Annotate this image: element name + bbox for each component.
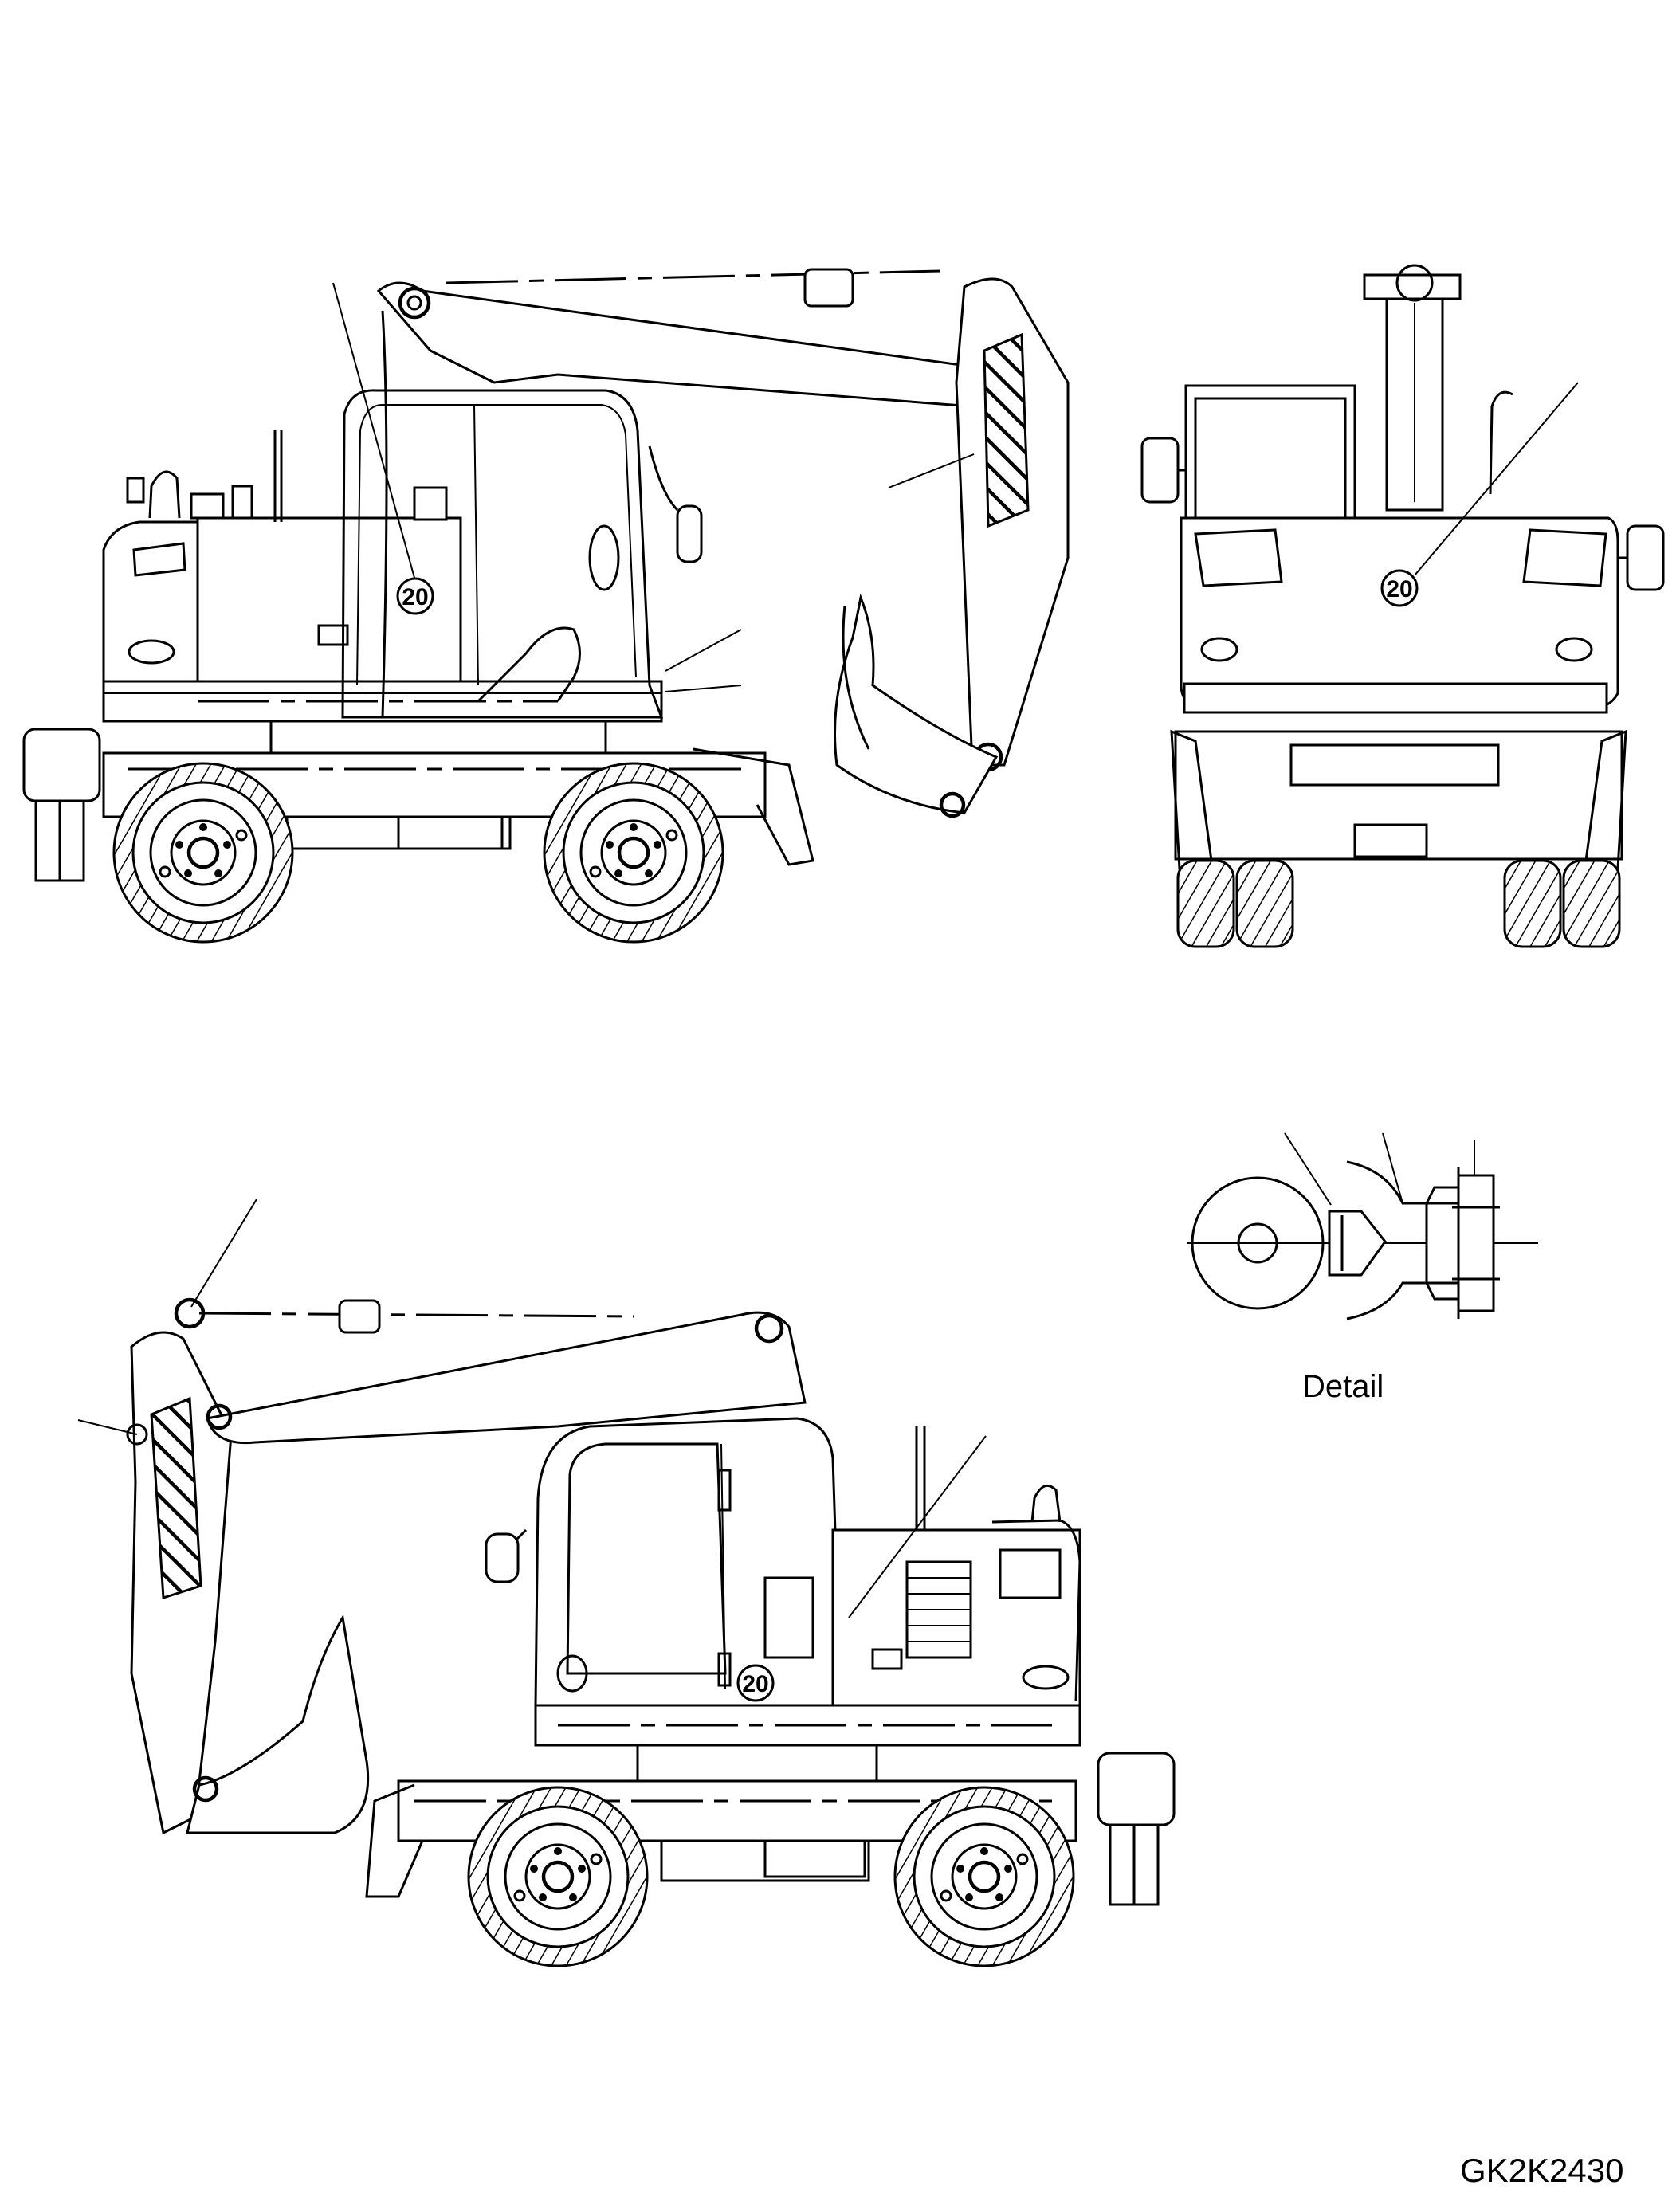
rear-view: 20 [1140,264,1665,948]
decal-number-label-right: 20 [742,1671,768,1697]
detail-label: Detail [1302,1369,1384,1404]
left-side-view: 20 [22,268,1070,942]
drawing-code: GK2K2430 [1460,2152,1624,2189]
right-side-view: 20 [77,1199,1176,1966]
decal-number-label: 20 [402,584,428,610]
decal-number-label-rear: 20 [1386,576,1412,602]
detail-view [1187,1132,1538,1320]
